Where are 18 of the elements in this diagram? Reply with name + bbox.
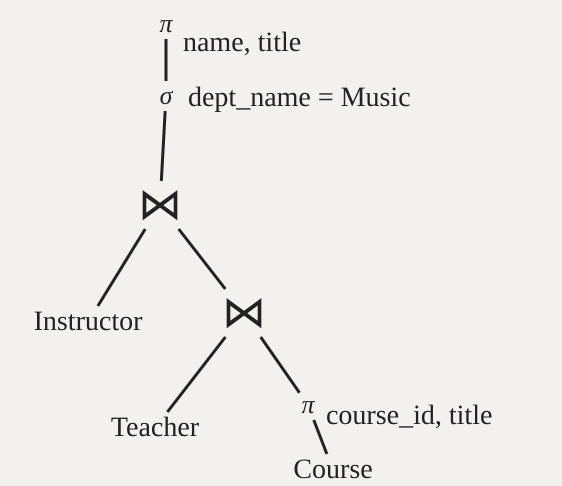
tree-edge [96, 228, 146, 307]
join-symbol: ⋈ [222, 291, 266, 335]
tree-edge [166, 336, 227, 413]
operator-symbol: π [159, 11, 173, 37]
join-symbol: ⋈ [138, 183, 182, 227]
operator-condition: dept_name = Music [188, 84, 411, 112]
relation-name: Instructor [34, 308, 142, 336]
operator-condition: course_id, title [326, 402, 492, 430]
operator-symbol: π [301, 392, 315, 418]
tree-edge [164, 39, 168, 81]
relation-name: Teacher [110, 414, 200, 442]
operator-condition: name, title [183, 29, 302, 57]
tree-edge [259, 336, 301, 394]
operator-symbol: σ [160, 83, 172, 109]
tree-edge [177, 228, 227, 290]
tree-edge [312, 419, 328, 455]
relation-name: Course [293, 456, 373, 484]
tree-edge [160, 110, 167, 182]
